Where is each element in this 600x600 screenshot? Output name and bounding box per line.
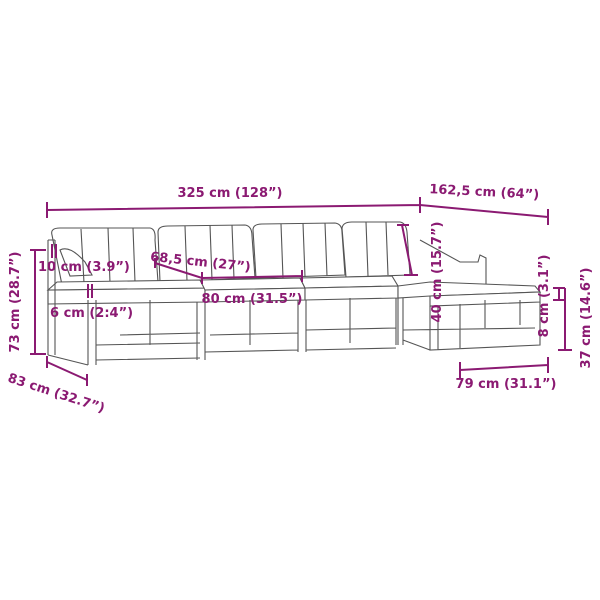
- ottoman-depth-label: 79 cm (31.1”): [456, 377, 557, 392]
- seat-height-label: 37 cm (14.6”): [579, 268, 594, 369]
- sofa-frame: [46, 239, 399, 366]
- chaise-length-label: 162,5 cm (64”): [429, 182, 540, 203]
- total-width-label: 325 cm (128”): [177, 186, 282, 201]
- total-height-label: 73 cm (28.7”): [8, 252, 23, 353]
- seat-thickness-label: 6 cm (2:4”): [50, 306, 133, 321]
- cushion-thickness-label: 8 cm (3.1”): [537, 255, 552, 338]
- backrest-cushions: [51, 221, 411, 286]
- armrest-height-label: 10 cm (3.9”): [38, 260, 130, 275]
- total-depth-label: 83 cm (32.7”): [6, 371, 107, 416]
- backrest-height-label: 40 cm (15.7”): [430, 222, 445, 323]
- chaise-module: [397, 239, 542, 351]
- dimension-lines: [30, 197, 572, 386]
- module-width-label: 80 cm (31.5”): [202, 292, 303, 307]
